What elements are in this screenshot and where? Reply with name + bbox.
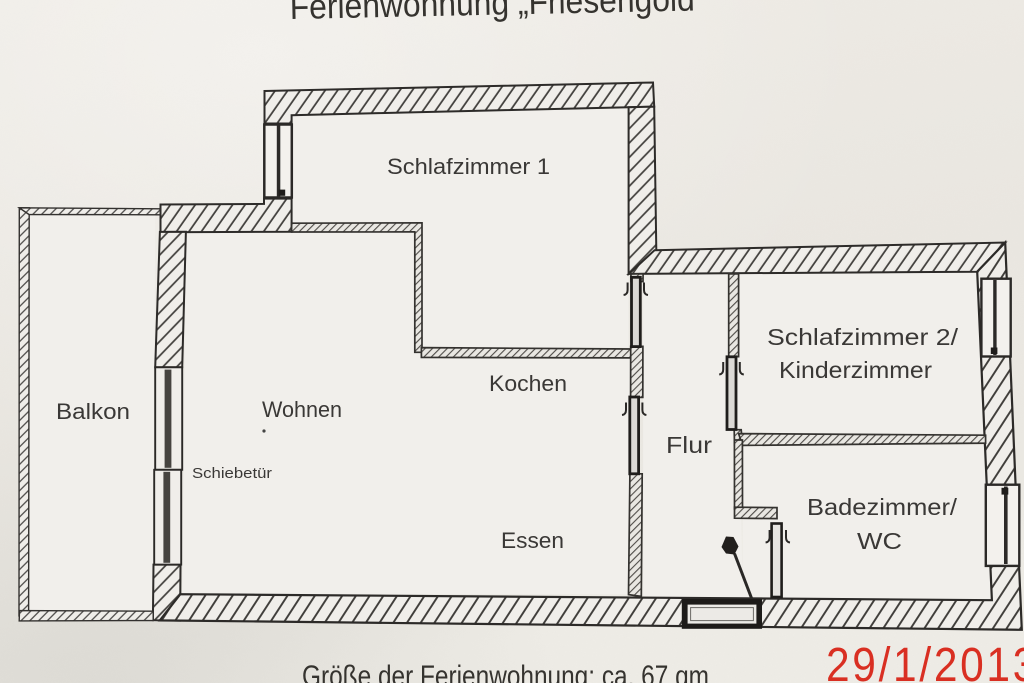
svg-text:29/1/2013: 29/1/2013 [826, 639, 1024, 683]
svg-text:Größe der Ferienwohnung: ca. 6: Größe der Ferienwohnung: ca. 67 qm [302, 660, 709, 683]
svg-text:WC: WC [857, 528, 902, 554]
svg-text:Badezimmer/: Badezimmer/ [807, 494, 958, 520]
svg-text:Wohnen: Wohnen [262, 397, 342, 422]
svg-text:Kinderzimmer: Kinderzimmer [779, 357, 932, 383]
svg-text:Schiebetür: Schiebetür [192, 465, 272, 482]
svg-text:Schlafzimmer 2/: Schlafzimmer 2/ [767, 324, 959, 350]
svg-text:Essen: Essen [501, 528, 564, 553]
svg-text:Flur: Flur [666, 432, 712, 458]
svg-text:Kochen: Kochen [489, 371, 567, 396]
svg-text:Balkon: Balkon [56, 399, 130, 424]
svg-text:Schlafzimmer 1: Schlafzimmer 1 [387, 154, 550, 179]
